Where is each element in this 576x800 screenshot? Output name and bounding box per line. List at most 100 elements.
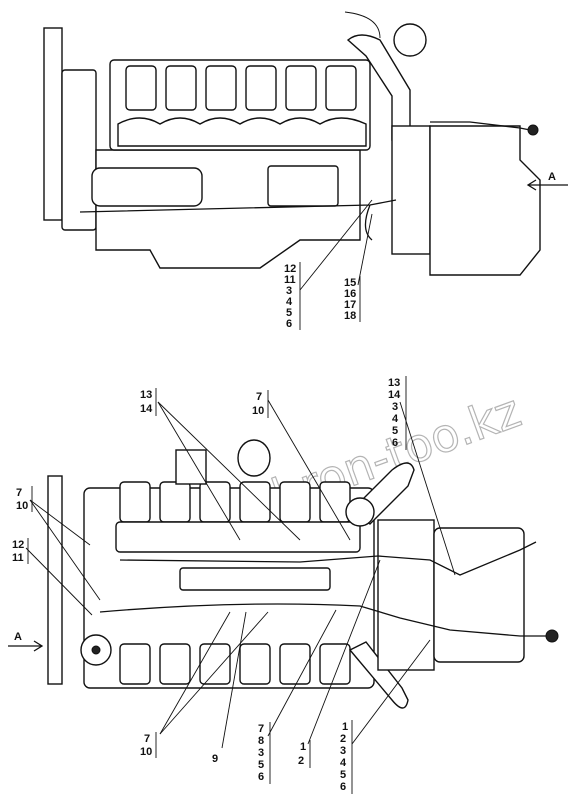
callout-group: 1 2 — [298, 740, 311, 768]
callout-label: 7 — [256, 391, 262, 403]
callout-label: 11 — [284, 274, 296, 286]
turbocharger — [393, 23, 427, 57]
lower-head-covers — [119, 643, 351, 685]
bottom-callouts: 13 14 7 10 13 14 3 4 5 6 7 10 12 11 — [12, 376, 407, 794]
view-arrow — [8, 640, 44, 652]
callout-label: 12 — [12, 539, 24, 551]
callout-label: 6 — [340, 781, 346, 793]
callout-label: 3 — [286, 285, 292, 297]
callout-label: 3 — [258, 747, 264, 759]
gearbox-housing — [429, 125, 541, 276]
callout-group: 7 10 — [16, 486, 33, 512]
leader-line — [157, 401, 301, 541]
head-cover — [319, 481, 351, 523]
callout-label: 6 — [392, 437, 398, 449]
top-engine-view: A — [43, 11, 568, 291]
callout-label: 8 — [258, 735, 264, 747]
head-cover — [285, 65, 317, 111]
callout-label: 2 — [340, 733, 346, 745]
wiring-harness — [99, 603, 548, 637]
callout-label: 5 — [340, 769, 346, 781]
leader-line — [351, 639, 431, 745]
head-cover — [159, 481, 191, 523]
head-cover — [199, 643, 231, 685]
callout-label: 10 — [252, 405, 264, 417]
callout-label: 17 — [344, 299, 356, 311]
view-marker-label: A — [14, 631, 22, 643]
leader-line — [267, 399, 351, 541]
callout-group: 7 10 — [252, 390, 269, 418]
callout-group: 12 11 3 4 5 6 — [284, 262, 301, 330]
leader-line — [29, 499, 91, 546]
callout-group: 13 14 3 4 5 6 — [388, 376, 407, 450]
bottom-engine-view: A — [8, 439, 559, 709]
leader-line — [25, 547, 93, 616]
leader-line — [159, 611, 269, 735]
callout-group: 7 10 — [140, 732, 157, 758]
oil-filter — [91, 167, 203, 207]
head-cover — [239, 481, 271, 523]
view-arrow — [526, 179, 568, 191]
callout-label: 6 — [286, 318, 292, 330]
callout-group: 12 11 — [12, 538, 29, 564]
leader-line — [357, 213, 373, 286]
leader-line — [29, 499, 101, 601]
head-cover — [245, 65, 277, 111]
callout-label: 7 — [258, 723, 264, 735]
leader-line — [307, 559, 381, 745]
callout-label: 3 — [340, 745, 346, 757]
filler-neck — [175, 449, 207, 485]
callout-label: 10 — [140, 746, 152, 758]
callout-label: 12 — [284, 263, 296, 275]
head-cover — [325, 65, 357, 111]
air-intake-pipe — [237, 439, 271, 477]
callout-label: 9 — [212, 753, 218, 765]
connector-plug — [545, 629, 559, 643]
head-cover — [165, 65, 197, 111]
callout-label: 4 — [392, 413, 399, 425]
callout-label: 1 — [300, 741, 306, 753]
head-cover — [119, 643, 151, 685]
callout-label: 10 — [16, 500, 28, 512]
callout-label: 4 — [286, 296, 293, 308]
leader-line — [299, 199, 373, 291]
leader-line — [157, 401, 241, 541]
upper-head-covers — [119, 481, 351, 523]
callout-label: 4 — [340, 757, 347, 769]
cylinder-head-covers — [125, 65, 357, 111]
callout-label: 18 — [344, 310, 356, 322]
callout-label: 6 — [258, 771, 264, 783]
crank-pulley-hub — [91, 645, 101, 655]
connector-plug — [527, 124, 539, 136]
callout-group: 15 16 17 18 — [344, 276, 361, 322]
callout-label: 5 — [258, 759, 264, 771]
front-plate — [43, 27, 63, 221]
callout-label: 16 — [344, 288, 356, 300]
callout-group: 9 — [212, 753, 218, 765]
fuel-rail — [179, 567, 331, 591]
leader-line — [159, 611, 231, 735]
callout-group: 1 2 3 4 5 6 — [340, 720, 353, 794]
fuel-pump — [267, 165, 339, 207]
leader-line — [221, 611, 247, 749]
callout-label: 14 — [388, 389, 401, 401]
front-plate — [47, 475, 63, 685]
head-cover — [205, 65, 237, 111]
callout-label: 13 — [388, 377, 400, 389]
callout-label: 3 — [392, 401, 398, 413]
wiring-harness — [79, 121, 531, 241]
callout-label: 2 — [298, 755, 304, 767]
exhaust-manifold — [117, 117, 367, 147]
top-callouts: 12 11 3 4 5 6 15 16 17 18 — [284, 262, 361, 330]
callout-label: 15 — [344, 277, 356, 289]
wiring-harness-upper — [119, 541, 537, 576]
head-cover — [319, 643, 351, 685]
head-cover — [159, 643, 191, 685]
callout-label: 11 — [12, 552, 24, 564]
callout-label: 7 — [16, 487, 22, 499]
gearbox-housing — [433, 527, 525, 663]
callout-label: 5 — [286, 307, 292, 319]
callout-label: 7 — [144, 733, 150, 745]
view-marker-label: A — [548, 171, 556, 183]
